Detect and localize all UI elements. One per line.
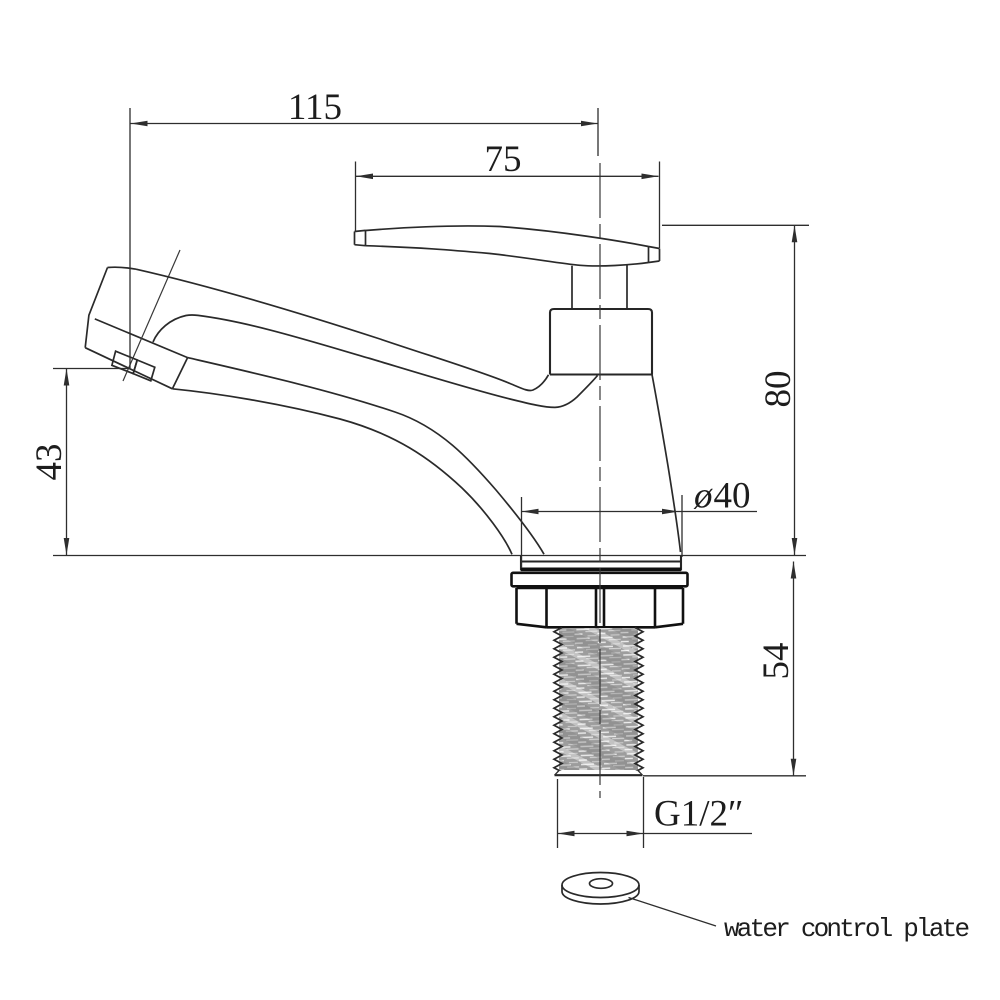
dimension-base-diameter: ø40	[520, 476, 757, 568]
dim-handle-length-label: 75	[485, 139, 522, 180]
bonnet-outline	[548, 307, 654, 375]
extension-lines-40	[520, 495, 683, 568]
arrowhead-40-right	[662, 508, 679, 515]
diameter-symbol: ø	[693, 476, 713, 517]
extension-lines-115	[129, 108, 599, 368]
handle-right-end-cap	[647, 245, 661, 264]
arrowhead-43-bottom	[63, 538, 70, 555]
spout-under-outer-curve	[172, 387, 513, 555]
arrowhead-75-left	[356, 173, 373, 180]
arrowhead-115-left	[130, 120, 148, 127]
body-right-side	[651, 374, 682, 553]
lever-handle	[353, 225, 661, 309]
arrowhead-thread-right	[626, 830, 644, 837]
dim-spout-height-label: 43	[29, 444, 70, 481]
head-top-edge	[107, 266, 137, 271]
washer-top-face	[561, 871, 640, 899]
arrowhead-54-bottom	[790, 758, 797, 776]
dim-thread-spec-label: G1/2″	[654, 794, 743, 835]
nut-bottom-chamfers	[516, 622, 684, 629]
thread-left-edge	[552, 626, 564, 773]
threaded-shank	[552, 626, 645, 777]
arrowhead-43-top	[63, 368, 70, 386]
dim-spout-reach-label: 115	[288, 87, 342, 128]
handle-left-tip-cap	[353, 229, 367, 247]
dim-base-diameter-label: ø40	[693, 476, 751, 517]
washer-bottom-rim	[561, 891, 640, 905]
dim-shank-length-label: 54	[756, 643, 797, 680]
spout-curves	[135, 268, 599, 555]
arrowhead-thread-left	[557, 830, 575, 837]
bonnet	[548, 307, 654, 376]
diameter-value: 40	[714, 476, 751, 517]
arrowhead-54-top	[790, 561, 797, 579]
head-left-face	[84, 267, 109, 348]
dimension-shank-length: 54	[643, 561, 806, 777]
extension-lines-75	[354, 161, 661, 248]
washer-hole	[588, 877, 614, 890]
handle-top-edge	[365, 225, 649, 248]
spout-head-centerline	[122, 249, 181, 382]
aerator-right-face	[171, 357, 189, 390]
arrowhead-80-bottom	[791, 538, 798, 555]
spout-under-inner-curve	[187, 356, 545, 555]
aerator-notch-right	[132, 358, 156, 382]
dim-body-height-label: 80	[758, 371, 799, 408]
arrowhead-75-right	[641, 173, 659, 180]
spout-top-outer-curve	[135, 268, 550, 392]
handle-stem	[571, 264, 628, 309]
nut-outer-sides	[515, 588, 685, 624]
thread-end-relief	[554, 770, 643, 775]
dimension-spout-reach: 115	[129, 87, 599, 368]
dimension-thread-spec: G1/2″	[556, 777, 752, 848]
base-skirt	[519, 555, 683, 572]
water-control-plate: water control plate	[561, 871, 971, 944]
dimension-handle-length: 75	[354, 139, 661, 248]
thread-highlight-streaks	[559, 628, 638, 770]
thread-right-edge	[633, 626, 645, 773]
spout-top-inner-curve	[152, 314, 599, 409]
arrowhead-80-top	[791, 225, 798, 243]
nut-facet-lines	[545, 588, 657, 628]
arrowhead-40-left	[521, 508, 539, 515]
dimension-spout-height: 43	[29, 367, 130, 555]
extension-lines-thread	[556, 777, 645, 848]
callout-leader-line	[628, 896, 717, 927]
handle-bottom-edge	[365, 244, 649, 267]
washer-side-edges	[561, 885, 640, 892]
water-control-plate-label: water control plate	[724, 914, 968, 944]
shank-bottom-chamfers	[554, 770, 643, 776]
arrowhead-115-right	[581, 120, 598, 127]
dimension-body-height: 80	[662, 224, 809, 555]
